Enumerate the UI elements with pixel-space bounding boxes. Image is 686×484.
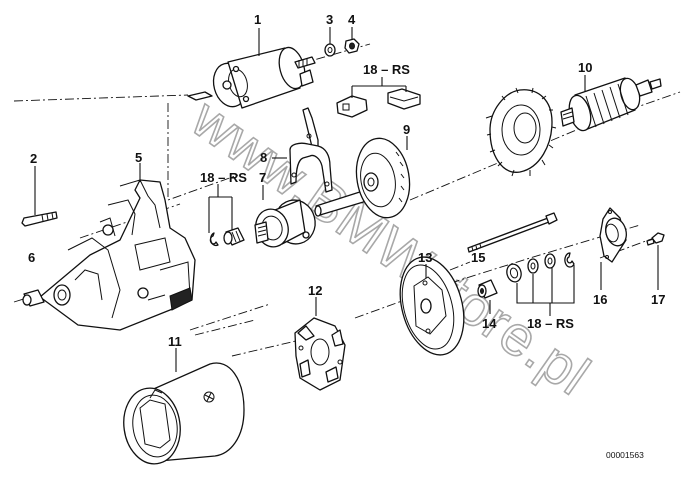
leader-lines: [34, 27, 659, 372]
callout-2[interactable]: 2: [30, 151, 37, 166]
part-9-planetary-gear[interactable]: [314, 134, 416, 222]
callout-4[interactable]: 4: [348, 12, 356, 27]
part-18-seal-kit[interactable]: [505, 252, 575, 284]
callout-18-left[interactable]: 18 – RS: [200, 170, 247, 185]
part-5-housing[interactable]: [39, 179, 196, 331]
part-6-bushing[interactable]: [22, 289, 45, 307]
callout-12[interactable]: 12: [308, 283, 322, 298]
callout-14[interactable]: 14: [482, 316, 497, 331]
callout-1[interactable]: 1: [254, 12, 261, 27]
part-2-bolt[interactable]: [21, 211, 58, 227]
part-16-end-cap[interactable]: [599, 207, 629, 263]
part-brush-ring: [485, 87, 557, 177]
callout-3[interactable]: 3: [326, 12, 333, 27]
part-7-pinion-drive[interactable]: [252, 196, 320, 251]
part-18-connectors[interactable]: [336, 88, 421, 118]
part-10-armature[interactable]: [560, 76, 662, 133]
part-13-end-cover[interactable]: [390, 250, 474, 362]
callout-8[interactable]: 8: [260, 150, 267, 165]
part-4-nut[interactable]: [344, 38, 360, 54]
part-15-through-bolt[interactable]: [467, 212, 558, 253]
part-8-engaging-lever[interactable]: [289, 107, 333, 193]
part-12-brush-holder[interactable]: [294, 317, 346, 391]
part-1-solenoid[interactable]: [187, 45, 316, 111]
callout-16[interactable]: 16: [593, 292, 607, 307]
part-17-screw[interactable]: [646, 232, 665, 246]
part-18-stop-ring[interactable]: [223, 227, 245, 246]
callouts: 1 3 4 18 – RS 9 10 2 5 8 7 18 – RS 6 13 …: [28, 12, 665, 349]
callout-5[interactable]: 5: [135, 150, 142, 165]
callout-7[interactable]: 7: [259, 170, 266, 185]
part-11-field-frame[interactable]: [119, 362, 245, 468]
part-3-washer[interactable]: [324, 43, 336, 57]
callout-18-top[interactable]: 18 – RS: [363, 62, 410, 77]
callout-15[interactable]: 15: [471, 250, 485, 265]
callout-10[interactable]: 10: [578, 60, 592, 75]
reference-number: 00001563: [606, 450, 644, 460]
part-18-circlip[interactable]: [209, 232, 219, 247]
callout-11[interactable]: 11: [168, 334, 182, 349]
callout-13[interactable]: 13: [418, 250, 432, 265]
callout-9[interactable]: 9: [403, 122, 410, 137]
callout-17[interactable]: 17: [651, 292, 665, 307]
callout-6[interactable]: 6: [28, 250, 35, 265]
callout-18-right[interactable]: 18 – RS: [527, 316, 574, 331]
part-14-bushing[interactable]: [477, 279, 498, 299]
